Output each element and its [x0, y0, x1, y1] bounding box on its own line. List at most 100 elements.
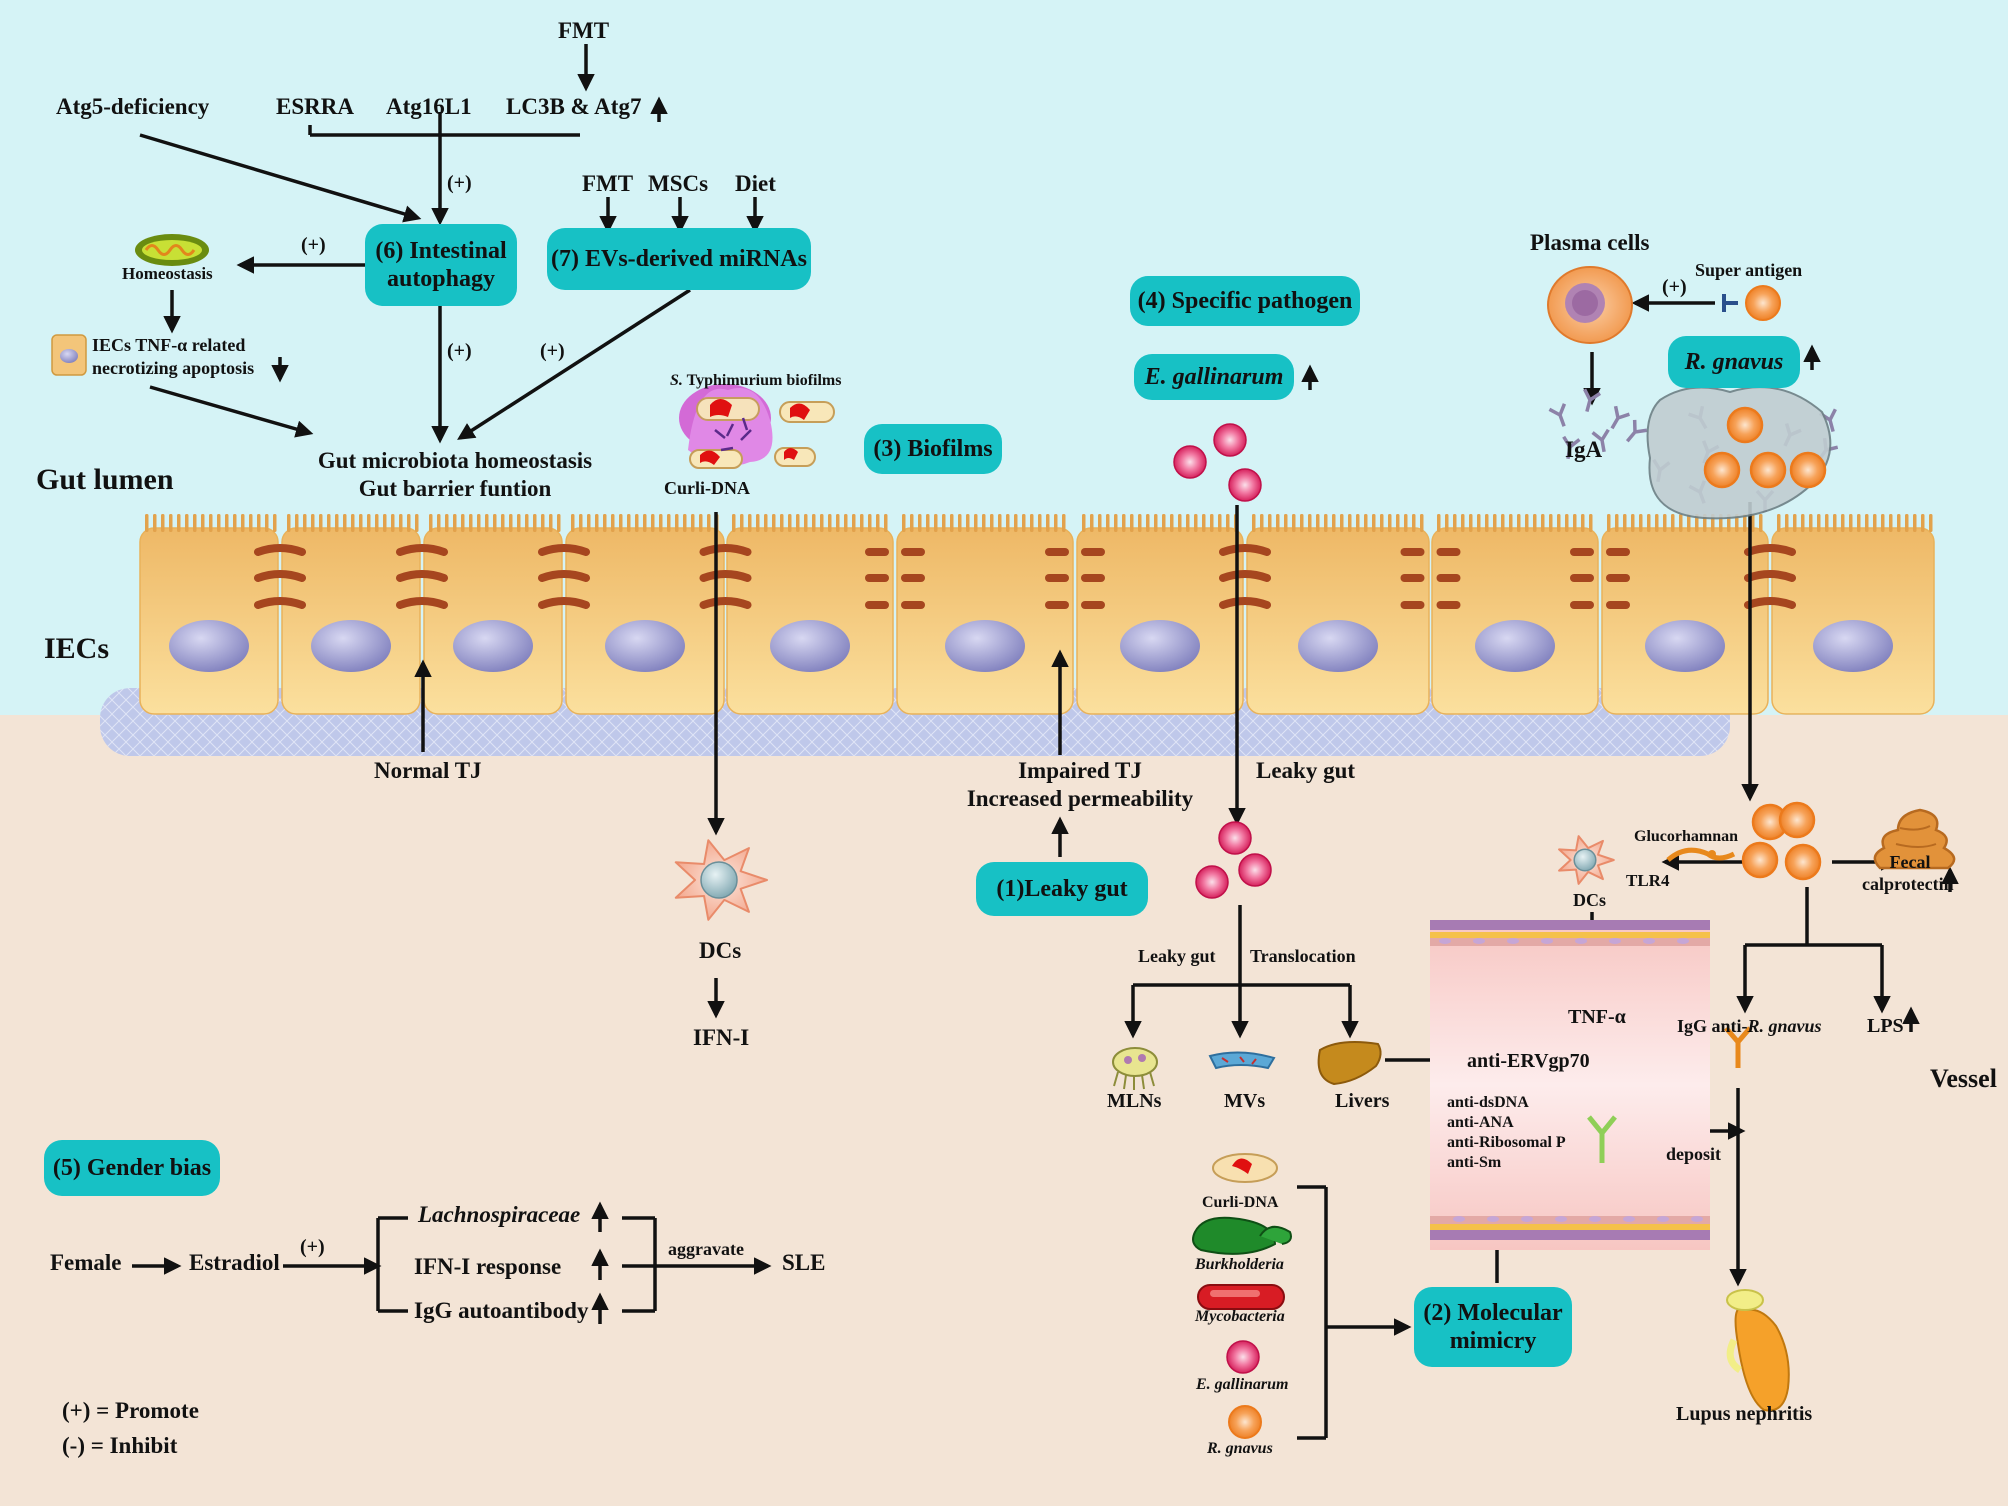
leaky-gut-translocation-label: Leaky gut: [1138, 946, 1216, 966]
super-antigen-label: Super antigen: [1695, 260, 1803, 280]
mycobacteria-icon: [1197, 1284, 1285, 1310]
glucorhamnan-label: Glucorhamnan: [1634, 828, 1739, 845]
e-gallinarum-pill: E. gallinarum: [1134, 354, 1294, 400]
fmt-label: FMT: [582, 171, 634, 196]
s-typhimurium-genus: S.: [670, 372, 683, 389]
leaky-gut-pill: (1)Leaky gut: [976, 862, 1148, 916]
deposit-label: deposit: [1666, 1144, 1722, 1164]
iecs-tnf-label-2: necrotizing apoptosis: [92, 358, 255, 378]
aggravate-label: aggravate: [668, 1239, 744, 1259]
tlr4-icon: [1666, 847, 1736, 862]
mvs-icon: [1208, 1051, 1276, 1070]
igg-anti-text: IgG anti-: [1677, 1016, 1748, 1036]
igg-autoantibody-label: IgG autoantibody: [414, 1298, 589, 1323]
dendritic-cell-small-icon: [1558, 835, 1615, 885]
vessel-label: Vessel: [1930, 1064, 1997, 1093]
mscs-label: MSCs: [648, 171, 709, 196]
mitochondrion-icon: [135, 234, 209, 266]
r-gnavus-pill: R. gnavus: [1668, 336, 1800, 388]
atg16l1-label: Atg16L1: [386, 94, 472, 119]
autoantibody-ribosomal: anti-Ribosomal P: [1447, 1134, 1566, 1151]
epithelial-cell: [1246, 514, 1430, 715]
vessel-wall-cells: [1439, 938, 1703, 1222]
curli-dna-label: Curli-DNA: [664, 478, 750, 498]
homeostasis-label: Homeostasis: [122, 264, 213, 283]
legend-promote: (+) = Promote: [62, 1398, 199, 1423]
autoantibody-ana: anti-ANA: [1447, 1114, 1514, 1131]
epithelial-cell: [726, 514, 894, 715]
mvs-label: MVs: [1224, 1090, 1266, 1112]
mimicry-r-gnavus-label: R. gnavus: [1207, 1440, 1273, 1457]
lupus-nephritis-label: Lupus nephritis: [1676, 1403, 1813, 1425]
epithelial-cell: [281, 514, 421, 715]
impaired-tj-label: Impaired TJ: [1018, 758, 1142, 783]
iec-cell-icon: [51, 334, 87, 376]
autoantibody-sm: anti-Sm: [1447, 1154, 1502, 1171]
evs-mirnas-pill: (7) EVs-derived miRNAs: [547, 228, 811, 290]
biofilms-pill: (3) Biofilms: [864, 424, 1002, 474]
burkholderia-icon: [1192, 1216, 1292, 1255]
burkholderia-label: Burkholderia: [1195, 1256, 1284, 1273]
barrier-label-1: Gut microbiota homeostasis: [317, 448, 593, 473]
lps-label: LPS: [1867, 1015, 1904, 1037]
mlns-label: MLNs: [1107, 1090, 1162, 1112]
esrra-label: ESRRA: [276, 94, 354, 119]
epithelial-cell: [896, 514, 1074, 715]
biofilm-icon: [679, 384, 835, 469]
female-label: Female: [50, 1250, 122, 1275]
promote-label-c: (+): [447, 340, 472, 362]
lc3b-label: LC3B & Atg7: [506, 94, 642, 119]
gut-lumen-label: Gut lumen: [36, 463, 174, 496]
epithelial-cell: [1771, 514, 1935, 715]
diet-label: Diet: [735, 171, 776, 196]
e-gallinarum-bacteria: [1173, 423, 1272, 899]
iecs-tnf-label-1: IECs TNF-α related: [92, 335, 246, 355]
ifn-response-label: IFN-I response: [414, 1254, 562, 1279]
curli-dna-icon: [1212, 1153, 1278, 1183]
barrier-label-2: Gut barrier funtion: [358, 476, 552, 501]
igg-anti-label: IgG anti-R. gnavus: [1677, 1016, 1822, 1037]
sle-label: SLE: [782, 1250, 826, 1275]
epithelium: [139, 514, 1935, 715]
mycobacteria-label: Mycobacteria: [1195, 1308, 1285, 1325]
epithelial-cell: [1076, 514, 1244, 715]
gender-promote-label: (+): [300, 1236, 325, 1258]
epithelial-cell: [1601, 514, 1769, 715]
ifn-label: IFN-I: [693, 1025, 750, 1050]
super-antigen-icon: [1722, 285, 1781, 321]
tnf-label: TNF-α: [1568, 1006, 1626, 1028]
epithelial-cell: [565, 514, 725, 715]
s-typhimurium-label: S. Typhimurium biofilms: [670, 372, 841, 390]
epithelial-cell: [423, 514, 563, 715]
dcs-label: DCs: [699, 938, 742, 963]
fecal-label-1: Fecal: [1889, 852, 1931, 872]
estradiol-label: Estradiol: [189, 1250, 280, 1275]
blood-vessel: [1430, 920, 1710, 1250]
s-typhimurium-rest: Typhimurium biofilms: [682, 372, 842, 389]
mimicry-e-gallinarum-label: E. gallinarum: [1196, 1376, 1289, 1393]
lachnospiraceae-label: Lachnospiraceae: [418, 1202, 581, 1227]
epithelial-cell: [1431, 514, 1599, 715]
mimicry-curli-label: Curli-DNA: [1202, 1194, 1279, 1211]
tight-junctions: [254, 544, 1796, 609]
legend-inhibit: (-) = Inhibit: [62, 1433, 178, 1458]
dendritic-cell-icon: [674, 839, 768, 921]
e-gallinarum-mimicry-icon: [1226, 1340, 1260, 1374]
mlns-icon: [1112, 1047, 1158, 1090]
anti-erv-label: anti-ERVgp70: [1467, 1050, 1590, 1072]
promote-label-b: (+): [301, 234, 326, 256]
feces-icon: [1873, 808, 1956, 870]
specific-pathogen-pill: (4) Specific pathogen: [1130, 276, 1360, 326]
autoantibody-icon: [1587, 1115, 1617, 1163]
autoantibody-dsdna: anti-dsDNA: [1447, 1094, 1529, 1111]
vessel-dcs-label: DCs: [1573, 890, 1607, 910]
iecs-label: IECs: [44, 632, 110, 665]
igg-antibody-icon: [1724, 1026, 1752, 1068]
gender-bias-pill: (5) Gender bias: [44, 1140, 220, 1196]
normal-tj-label: Normal TJ: [374, 758, 482, 783]
intestinal-autophagy-pill: (6) Intestinal autophagy: [365, 224, 517, 306]
increased-permeability-label: Increased permeability: [966, 786, 1194, 811]
iga-label: IgA: [1565, 437, 1603, 462]
